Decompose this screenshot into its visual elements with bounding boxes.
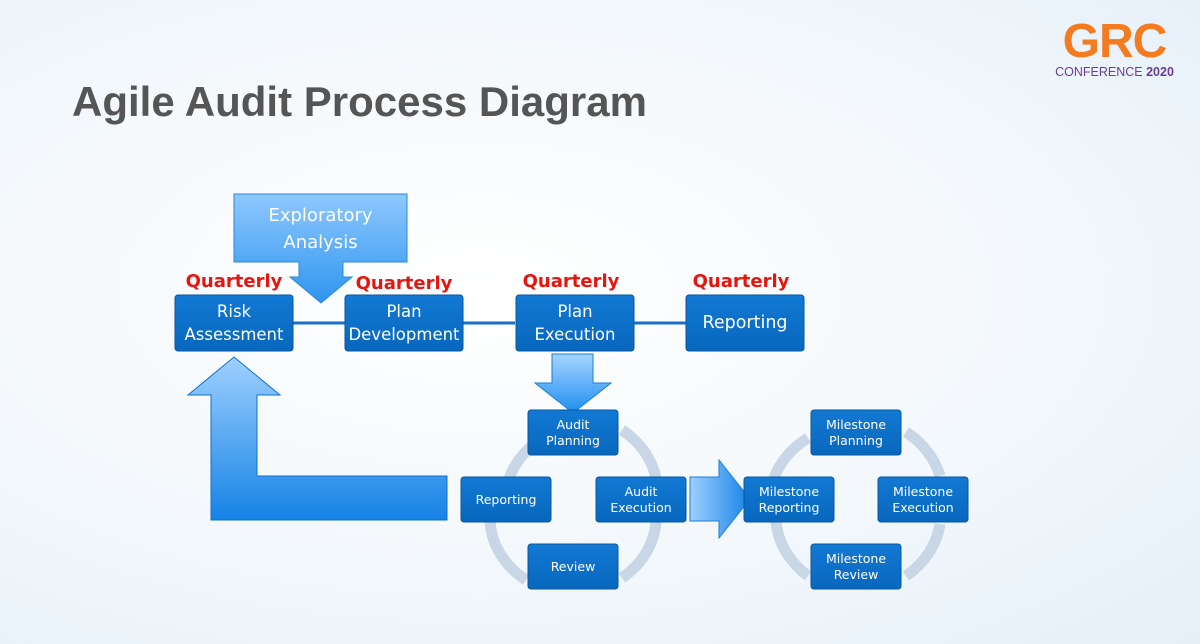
- cycle-link-arrow: [689, 458, 751, 540]
- quarterly-tag-risk: Quarterly: [185, 271, 283, 292]
- plan-execution-label: Plan Execution: [534, 302, 616, 344]
- exploratory-arrow: [233, 193, 408, 304]
- milestone-review-box: [810, 543, 902, 590]
- ring-arc: [902, 427, 946, 478]
- ring-arc: [902, 522, 946, 581]
- milestone-reporting-box: [743, 476, 835, 523]
- exploratory-analysis-label: Exploratory Analysis: [268, 205, 373, 253]
- return-arrow: [186, 356, 448, 521]
- milestone-cycle-ring: [768, 427, 946, 581]
- audit-planning-box: [527, 409, 619, 456]
- plan-execution-box: [515, 294, 635, 352]
- milestone-planning-box: [810, 409, 902, 456]
- logo-subtitle: CONFERENCE 2020: [1052, 64, 1177, 80]
- execution-down-arrow: [533, 353, 613, 414]
- review-box: [527, 543, 619, 590]
- ring-arc: [768, 433, 812, 481]
- milestone-execution-label: Milestone Execution: [892, 483, 954, 515]
- audit-reporting-box: [460, 476, 552, 523]
- ring-arc: [484, 519, 530, 585]
- ring-arc: [618, 425, 662, 480]
- milestone-reporting-label: Milestone Reporting: [758, 483, 820, 515]
- reporting-box: [685, 294, 805, 352]
- grc-conference-logo: GRC CONFERENCE 2020: [1052, 18, 1177, 84]
- logo-conference: CONFERENCE: [1055, 65, 1143, 79]
- risk-assessment-box: [174, 294, 294, 352]
- logo-year: 2020: [1146, 65, 1174, 79]
- milestone-review-label: Milestone Review: [825, 550, 887, 582]
- quarterly-tag-plan-development: Quarterly: [355, 273, 453, 294]
- logo-mark: GRC: [1062, 15, 1168, 68]
- quarterly-tag-reporting: Quarterly: [692, 271, 790, 292]
- review-label: Review: [550, 558, 596, 574]
- audit-reporting-label: Reporting: [475, 491, 537, 507]
- slide-title: Agile Audit Process Diagram: [72, 78, 647, 125]
- ring-arc: [618, 521, 662, 583]
- milestone-execution-box: [877, 476, 969, 523]
- ring-arc: [770, 521, 812, 581]
- audit-execution-box: [595, 476, 687, 523]
- audit-execution-label: Audit Execution: [610, 483, 672, 515]
- audit-planning-label: Audit Planning: [546, 416, 600, 448]
- plan-development-box: [344, 294, 464, 352]
- milestone-planning-label: Milestone Planning: [825, 416, 887, 448]
- risk-assessment-label: Risk Assessment: [184, 302, 284, 344]
- quarterly-tag-plan-execution: Quarterly: [522, 271, 620, 292]
- reporting-label: Reporting: [702, 312, 788, 333]
- plan-development-label: Plan Development: [348, 302, 460, 344]
